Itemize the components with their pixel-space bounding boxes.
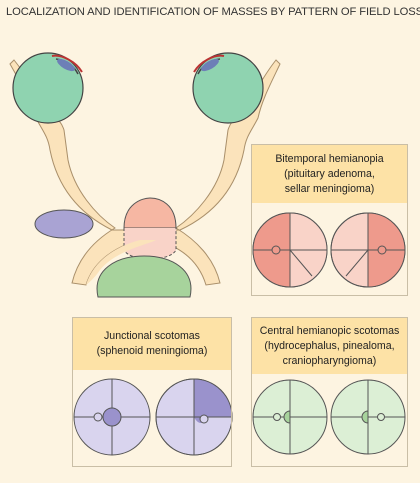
- page-title: LOCALIZATION AND IDENTIFICATION OF MASSE…: [6, 6, 420, 18]
- central-cause-2: craniopharyngioma): [282, 354, 377, 367]
- bitemporal-right-field: [330, 212, 406, 288]
- bitemporal-panel: [251, 144, 408, 296]
- bitemporal-cause-2: sellar meningioma): [284, 182, 375, 195]
- left-eye: [12, 52, 84, 124]
- junctional-panel: [72, 317, 232, 467]
- central-left-field: [252, 379, 328, 455]
- bitemporal-left-field: [252, 212, 328, 288]
- central-label: Central hemianopic scotomas (hydrocephal…: [252, 318, 407, 374]
- junctional-label: Junctional scotomas (sphenoid meningioma…: [73, 318, 231, 370]
- central-right-field: [330, 379, 406, 455]
- junctional-left-field: [73, 378, 151, 456]
- third-ventricle-mass: [96, 255, 192, 298]
- junctional-cause: (sphenoid meningioma): [96, 345, 208, 357]
- central-title: Central hemianopic scotomas: [259, 324, 400, 337]
- junctional-right-field: [155, 378, 233, 456]
- central-panel: [251, 317, 408, 467]
- junctional-title: Junctional scotomas: [104, 330, 200, 342]
- bitemporal-label: Bitemporal hemianopia (pituitary adenoma…: [252, 145, 407, 203]
- bitemporal-title: Bitemporal hemianopia: [275, 152, 384, 165]
- pituitary-mass: [123, 197, 177, 229]
- right-eye: [192, 52, 264, 124]
- sphenoid-mass: [34, 209, 94, 239]
- bitemporal-cause-1: (pituitary adenoma,: [284, 167, 375, 180]
- central-cause-1: (hydrocephalus, pinealoma,: [264, 339, 395, 352]
